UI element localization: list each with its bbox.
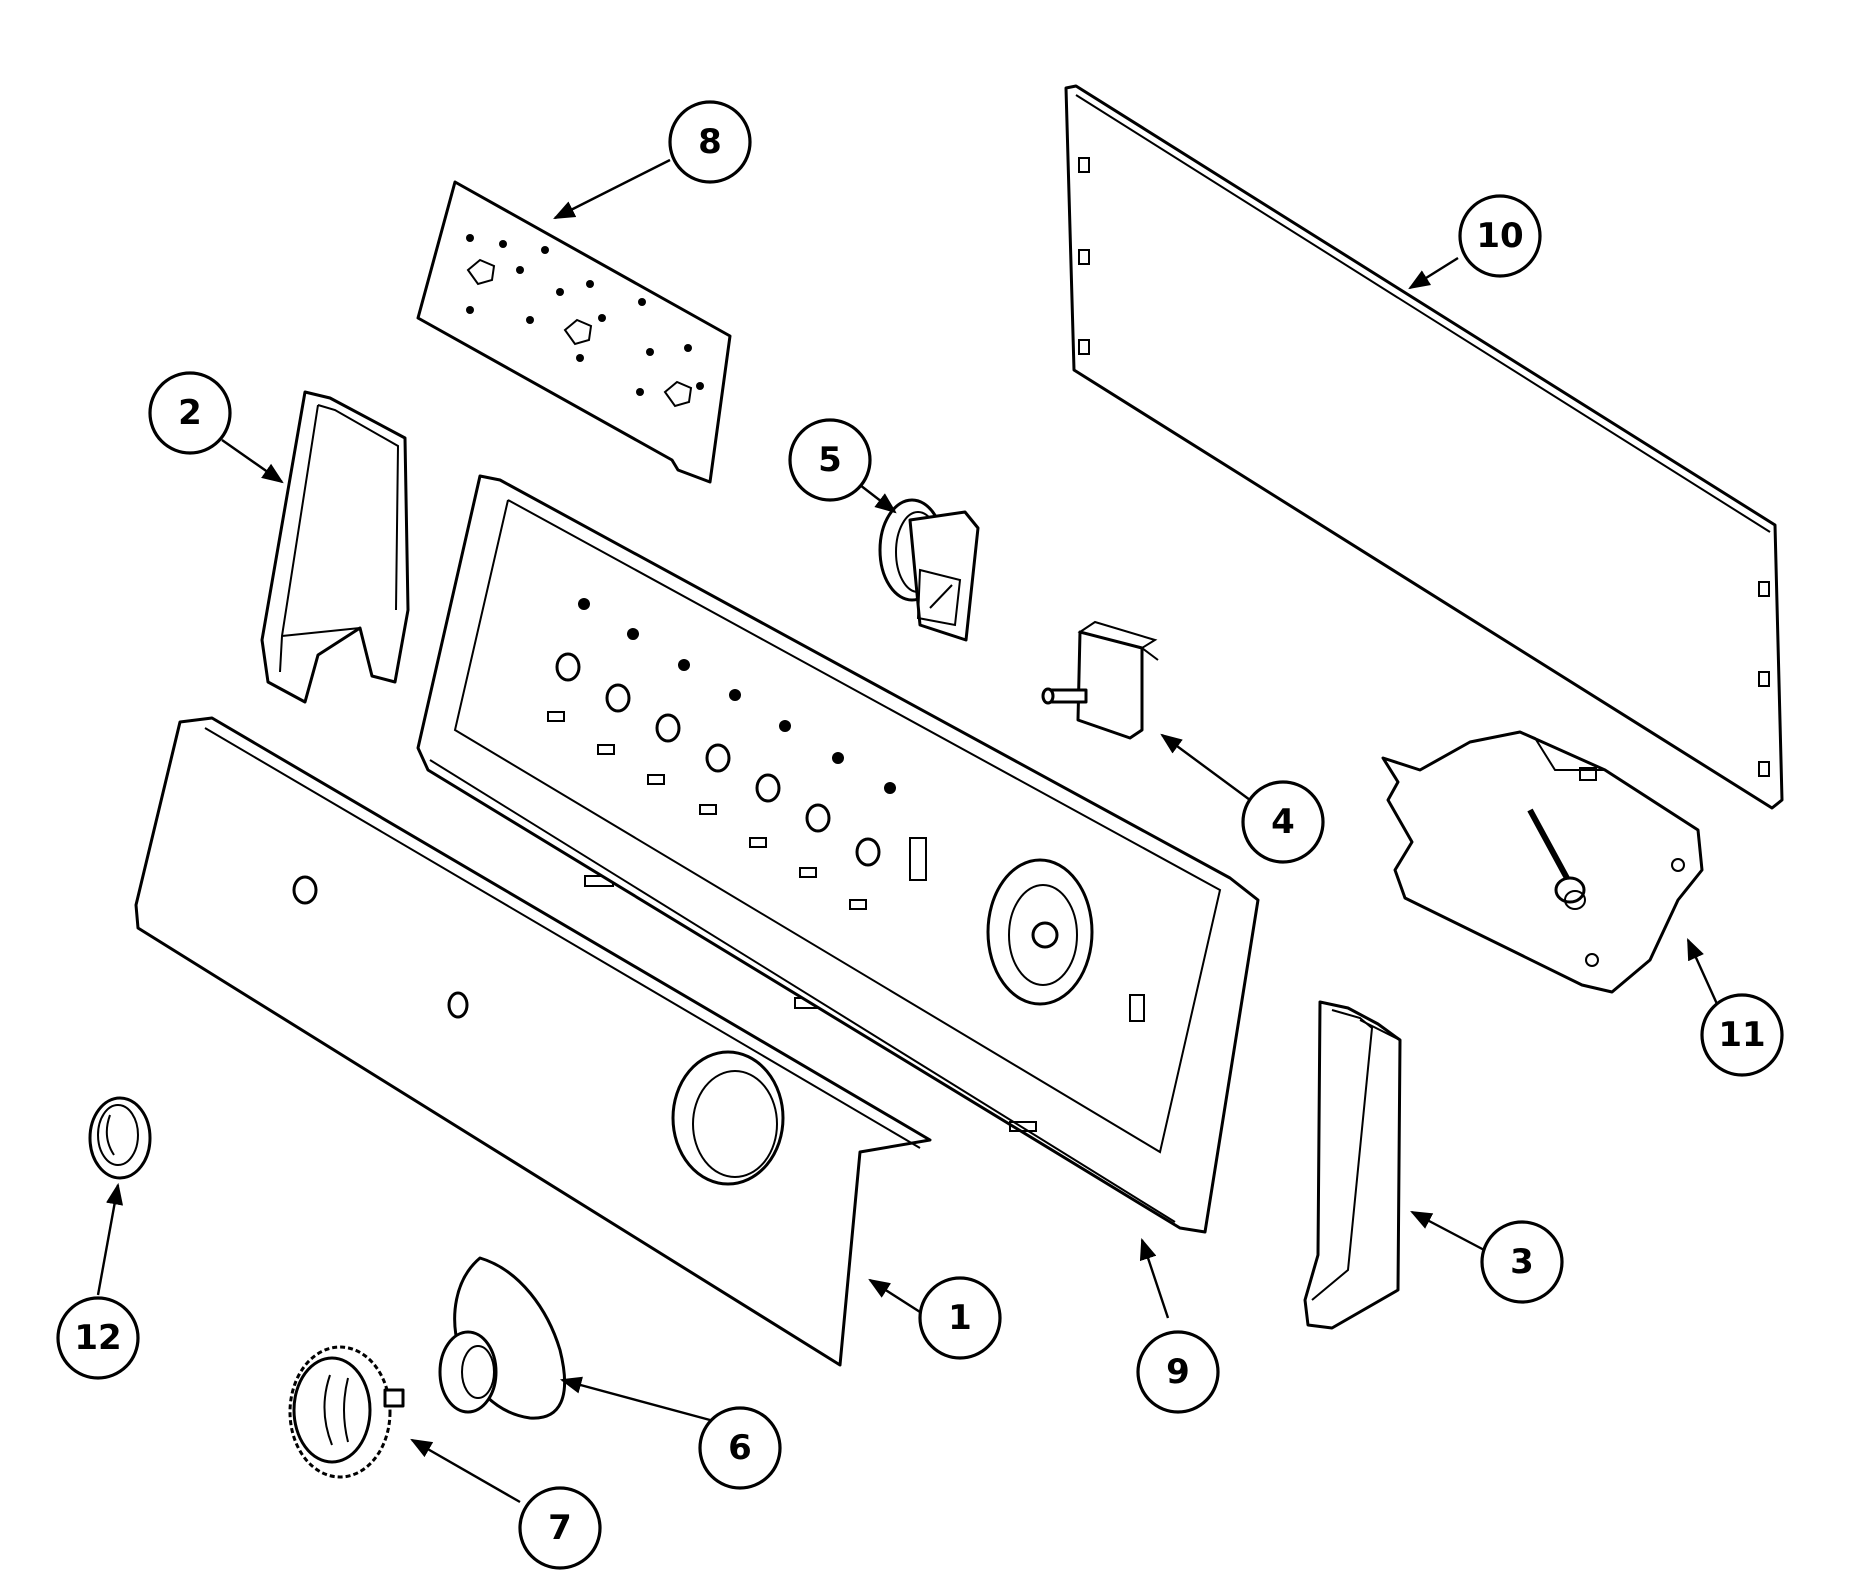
- callout-11: 11: [1700, 993, 1784, 1077]
- svg-text:2: 2: [178, 393, 202, 433]
- svg-text:4: 4: [1271, 802, 1295, 842]
- part-6-knob-skirt: [438, 1256, 567, 1420]
- leader-2: [221, 439, 284, 484]
- callout-9: 9: [1136, 1330, 1220, 1414]
- callout-7: 7: [518, 1486, 602, 1570]
- part-5-switch-bracket: [878, 498, 980, 642]
- svg-text:11: 11: [1718, 1015, 1765, 1055]
- part-12-small-knob: [88, 1096, 152, 1180]
- callout-2: 2: [148, 371, 232, 455]
- svg-text:12: 12: [74, 1318, 121, 1358]
- svg-text:8: 8: [698, 122, 722, 162]
- callout-12: 12: [56, 1296, 140, 1380]
- leader-10: [1408, 256, 1459, 290]
- part-9-console-housing: [416, 474, 1260, 1234]
- callout-6: 6: [698, 1406, 782, 1490]
- part-2-left-end-cap: [260, 390, 410, 704]
- svg-text:1: 1: [948, 1298, 972, 1338]
- callout-10: 10: [1458, 194, 1542, 278]
- part-7-timer-knob: [288, 1345, 405, 1479]
- leader-8: [553, 158, 671, 220]
- leader-9: [1139, 1237, 1170, 1319]
- leader-12: [96, 1182, 124, 1296]
- part-3-right-end-cap: [1303, 1000, 1402, 1330]
- svg-text:7: 7: [548, 1508, 572, 1548]
- part-10-rear-panel: [1064, 84, 1784, 810]
- leader-6: [559, 1376, 711, 1422]
- svg-text:5: 5: [818, 440, 842, 480]
- svg-text:9: 9: [1166, 1352, 1190, 1392]
- part-11-timer: [1381, 730, 1704, 994]
- svg-text:6: 6: [728, 1428, 752, 1468]
- callout-8: 8: [668, 100, 752, 184]
- svg-text:3: 3: [1510, 1242, 1534, 1282]
- leader-3: [1410, 1210, 1489, 1254]
- leader-1: [868, 1278, 921, 1314]
- callout-4: 4: [1241, 780, 1325, 864]
- part-8-circuit-board: [416, 180, 732, 484]
- leader-7: [410, 1438, 521, 1504]
- part-1-front-control-panel: [134, 716, 932, 1367]
- leader-4: [1160, 733, 1251, 801]
- part-4-rotary-switch: [1041, 620, 1159, 740]
- svg-text:10: 10: [1476, 216, 1523, 256]
- callouts: 8 10 2 5 4 11 3 9 1 12 6 7: [56, 100, 1784, 1570]
- callout-5: 5: [788, 418, 872, 502]
- callout-3: 3: [1480, 1220, 1564, 1304]
- leader-5: [859, 484, 897, 514]
- callout-1: 1: [918, 1276, 1002, 1360]
